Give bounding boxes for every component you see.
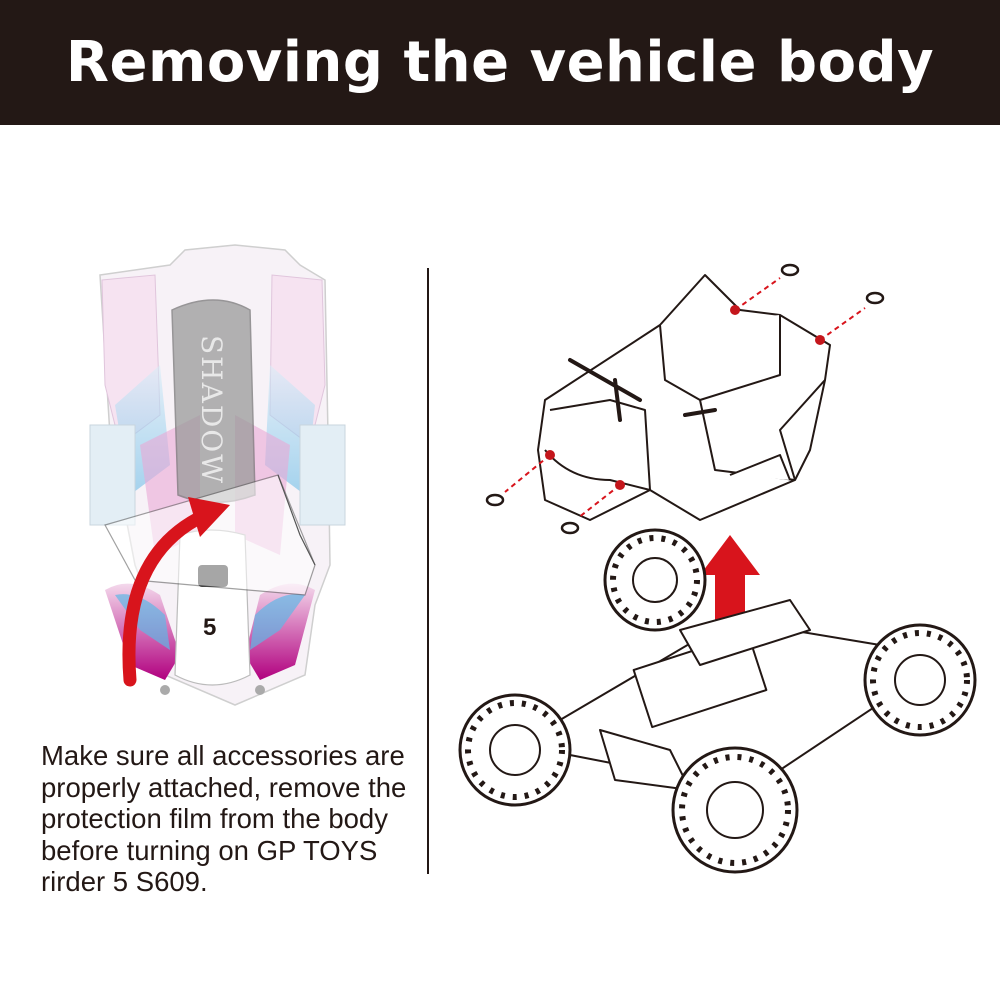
front-left-graphic (105, 583, 180, 680)
wheels (458, 528, 977, 874)
right-footrest (299, 424, 346, 526)
instruction-line: before turning on GP TOYS (41, 834, 378, 866)
rc-truck-chassis (559, 599, 901, 791)
instruction-line: Make sure all accessories are (41, 740, 405, 771)
instruction-line: protection film from the body (41, 803, 388, 834)
pin-holes (545, 305, 825, 490)
section-divider (427, 268, 429, 874)
instruction-text: Make sure all accessories are properly a… (41, 740, 411, 898)
race-number: 5 (203, 614, 216, 641)
protection-film (104, 474, 316, 596)
title-banner: Removing the vehicle body (0, 0, 1000, 125)
vehicle-body-shell (537, 274, 831, 521)
wheel-front-left (458, 693, 572, 807)
peel-arrow-head (188, 497, 230, 537)
instruction-line: properly attached, remove the (41, 771, 407, 803)
seat-label: SHADOW (195, 335, 228, 485)
wheel-rear-left (603, 528, 707, 632)
peel-direction-arrow (122, 508, 212, 687)
left-footrest (89, 424, 136, 526)
vehicle-body-top-view-illustration: SHADOW 5 (89, 244, 346, 706)
pin-insert-arrows (504, 277, 866, 519)
handlebars (568, 358, 717, 422)
wheel-front-right (671, 746, 799, 874)
page-title: Removing the vehicle body (65, 30, 935, 95)
body-removal-illustration (458, 263, 977, 874)
wheel-rear-right (863, 623, 977, 737)
body-clip-pins (485, 263, 885, 535)
front-right-graphic (245, 583, 315, 680)
instruction-line: rirder 5 S609. (41, 866, 208, 897)
